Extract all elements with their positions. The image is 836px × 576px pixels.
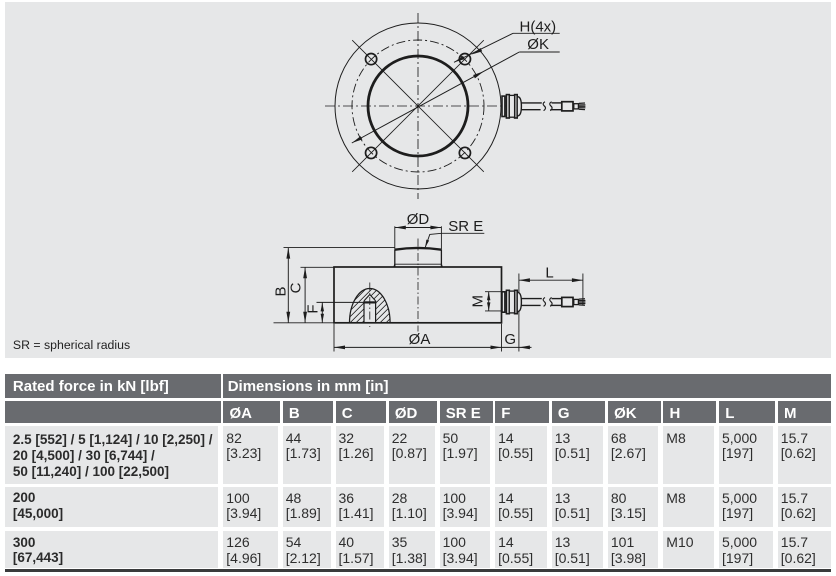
- svg-text:ØK: ØK: [527, 36, 549, 53]
- svg-text:G: G: [504, 331, 516, 348]
- svg-text:SR E: SR E: [448, 218, 483, 235]
- svg-text:M: M: [470, 295, 487, 308]
- svg-text:ØA: ØA: [409, 331, 431, 348]
- svg-text:ØD: ØD: [407, 211, 430, 228]
- svg-text:C: C: [288, 282, 305, 293]
- svg-text:B: B: [273, 286, 290, 296]
- svg-text:L: L: [545, 264, 553, 281]
- svg-text:H(4x): H(4x): [520, 19, 557, 36]
- svg-text:F: F: [305, 304, 322, 313]
